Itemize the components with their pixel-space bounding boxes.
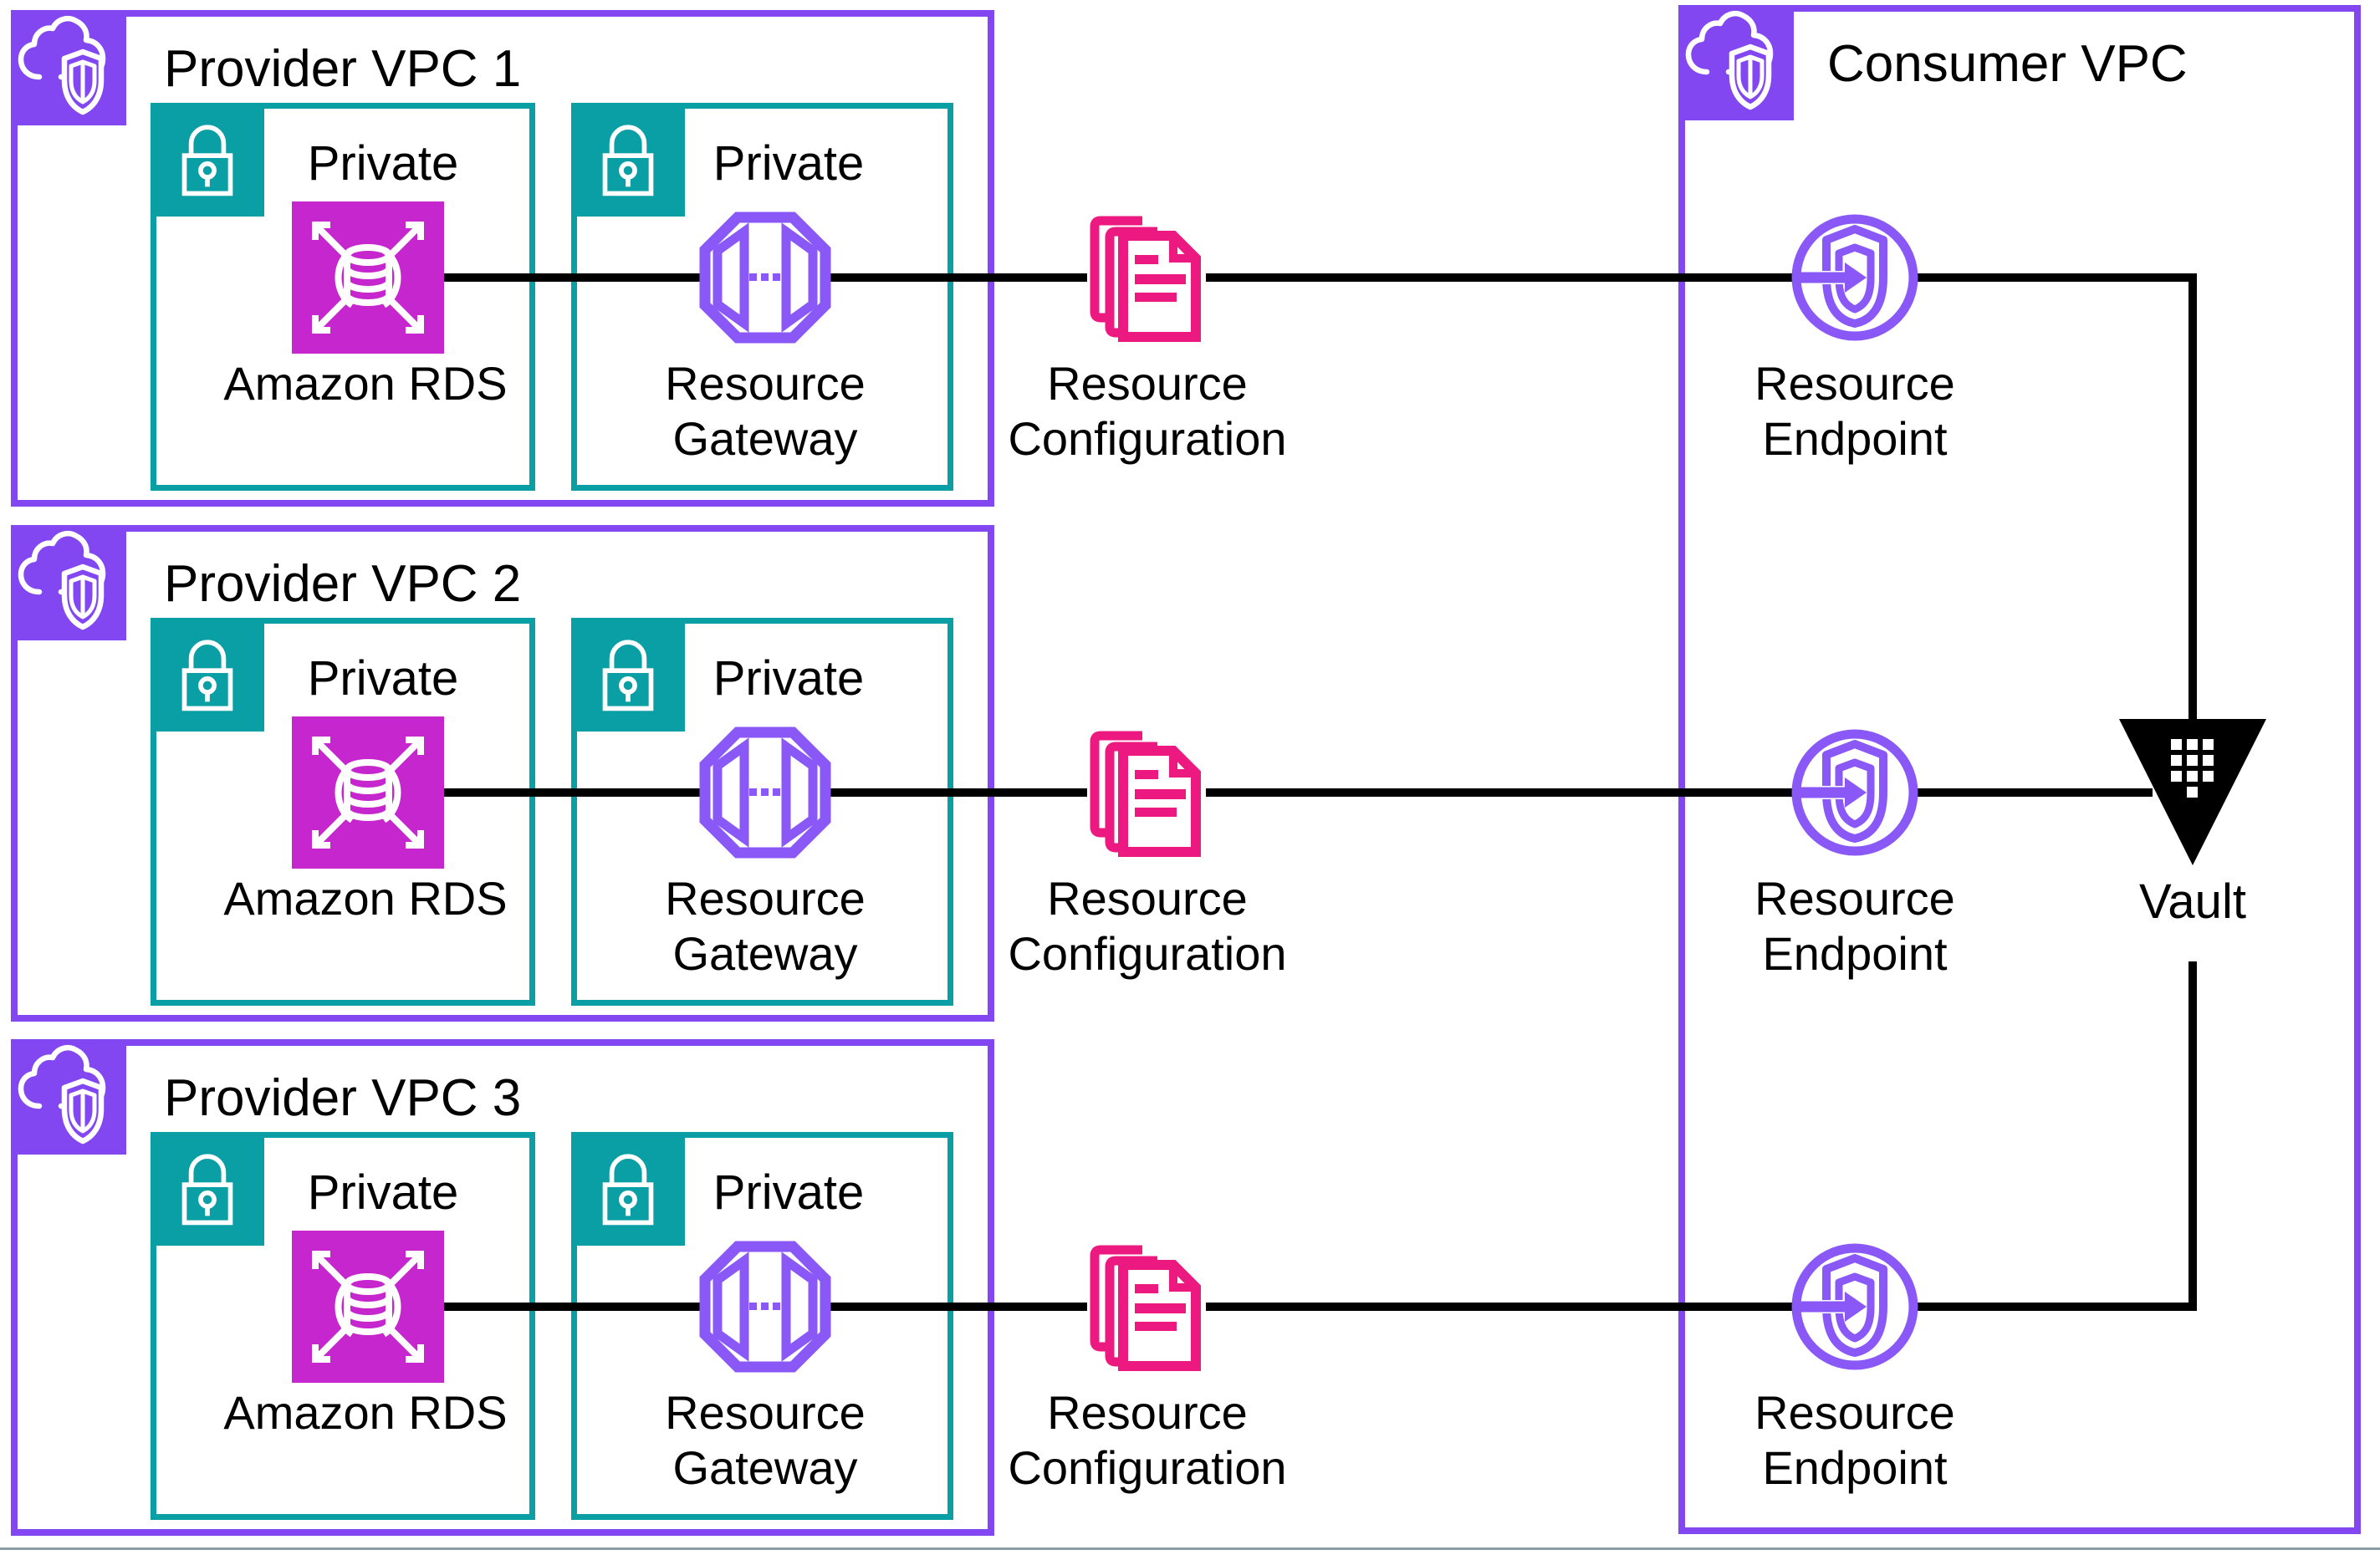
subnet-label: Private — [307, 136, 459, 191]
connector-line — [1915, 1303, 2197, 1311]
resource-endpoint-icon-box — [1791, 1243, 1918, 1370]
connector-line — [830, 1303, 1087, 1311]
configuration-caption: Resource Configuration — [1008, 1386, 1287, 1494]
subnet-corner-badge — [151, 103, 264, 217]
connector-line — [1206, 788, 1795, 797]
subnet-corner-badge — [151, 618, 264, 732]
vpc-title: Provider VPC 2 — [164, 555, 522, 613]
consumer-vpc-box — [1678, 5, 2361, 1534]
connector-line — [830, 273, 1087, 282]
gateway-caption: Resource Gateway — [665, 357, 866, 465]
lock-icon — [181, 640, 233, 711]
document-stack-icon — [1090, 216, 1201, 342]
subnet-corner-badge — [151, 1132, 264, 1246]
connector-line — [1915, 273, 2197, 282]
vpc-title: Provider VPC 3 — [164, 1069, 522, 1127]
database-cluster-icon — [312, 1251, 424, 1363]
vpc-corner-badge — [11, 525, 126, 640]
vault-triangle-keypad-icon — [2119, 719, 2266, 865]
configuration-caption: Resource Configuration — [1008, 357, 1287, 465]
lock-icon — [602, 1154, 654, 1226]
vault-caption: Vault — [2139, 874, 2246, 929]
resource-endpoint-icon-box — [1791, 729, 1918, 856]
connector-line — [444, 1303, 701, 1311]
shield-arrow-endpoint-icon — [1791, 214, 1918, 341]
lock-icon — [181, 1154, 233, 1226]
amazon-rds-icon-box — [292, 201, 444, 354]
subnet-label: Private — [712, 651, 865, 706]
connector-line — [1206, 273, 1795, 282]
consumer-vpc-corner-badge — [1678, 5, 1794, 120]
resource-configuration-icon-box — [1087, 211, 1204, 344]
shield-arrow-endpoint-icon — [1791, 729, 1918, 856]
subnet-corner-badge — [571, 618, 685, 732]
amazon-rds-icon-box — [292, 1231, 444, 1383]
resource-gateway-octagon-icon — [699, 212, 831, 344]
database-cluster-icon — [312, 737, 424, 849]
connector-line — [1915, 788, 2153, 797]
subnet-label: Private — [712, 1165, 865, 1220]
endpoint-caption: Resource Endpoint — [1754, 1386, 1955, 1494]
amazon-rds-icon-box — [292, 716, 444, 869]
resource-gateway-icon-box — [698, 726, 832, 859]
vpc-corner-badge — [11, 1039, 126, 1155]
resource-gateway-icon-box — [698, 1240, 832, 1374]
document-stack-icon — [1090, 731, 1201, 857]
lock-icon — [602, 125, 654, 196]
rds-caption: Amazon RDS — [223, 1386, 508, 1439]
cloud-shield-icon — [18, 16, 106, 115]
cloud-shield-icon — [1685, 11, 1774, 110]
connector-line — [444, 273, 701, 282]
lock-icon — [181, 125, 233, 196]
gateway-caption: Resource Gateway — [665, 872, 866, 980]
lock-icon — [602, 640, 654, 711]
rds-caption: Amazon RDS — [223, 357, 508, 410]
rds-caption: Amazon RDS — [223, 872, 508, 925]
resource-gateway-octagon-icon — [699, 727, 831, 859]
cloud-shield-icon — [18, 531, 106, 630]
resource-configuration-icon-box — [1087, 726, 1204, 859]
subnet-label: Private — [307, 651, 459, 706]
cloud-shield-icon — [18, 1045, 106, 1145]
endpoint-caption: Resource Endpoint — [1754, 357, 1955, 465]
subnet-label: Private — [712, 136, 865, 191]
trunk-line-lower — [2188, 961, 2197, 1311]
shield-arrow-endpoint-icon — [1791, 1243, 1918, 1370]
endpoint-caption: Resource Endpoint — [1754, 872, 1955, 980]
bottom-edge-line — [0, 1547, 2380, 1550]
gateway-caption: Resource Gateway — [665, 1386, 866, 1494]
document-stack-icon — [1090, 1245, 1201, 1371]
database-cluster-icon — [312, 222, 424, 334]
trunk-line-upper — [2188, 273, 2197, 719]
subnet-corner-badge — [571, 103, 685, 217]
subnet-label: Private — [307, 1165, 459, 1220]
connector-line — [444, 788, 701, 797]
connector-line — [830, 788, 1087, 797]
configuration-caption: Resource Configuration — [1008, 872, 1287, 980]
consumer-vpc-title: Consumer VPC — [1827, 35, 2188, 93]
subnet-corner-badge — [571, 1132, 685, 1246]
connector-line — [1206, 1303, 1795, 1311]
resource-gateway-icon-box — [698, 211, 832, 344]
vpc-title: Provider VPC 1 — [164, 40, 522, 98]
resource-endpoint-icon-box — [1791, 214, 1918, 341]
resource-configuration-icon-box — [1087, 1240, 1204, 1374]
vpc-corner-badge — [11, 10, 126, 125]
vault-icon-box — [2117, 717, 2268, 868]
resource-gateway-octagon-icon — [699, 1241, 831, 1373]
